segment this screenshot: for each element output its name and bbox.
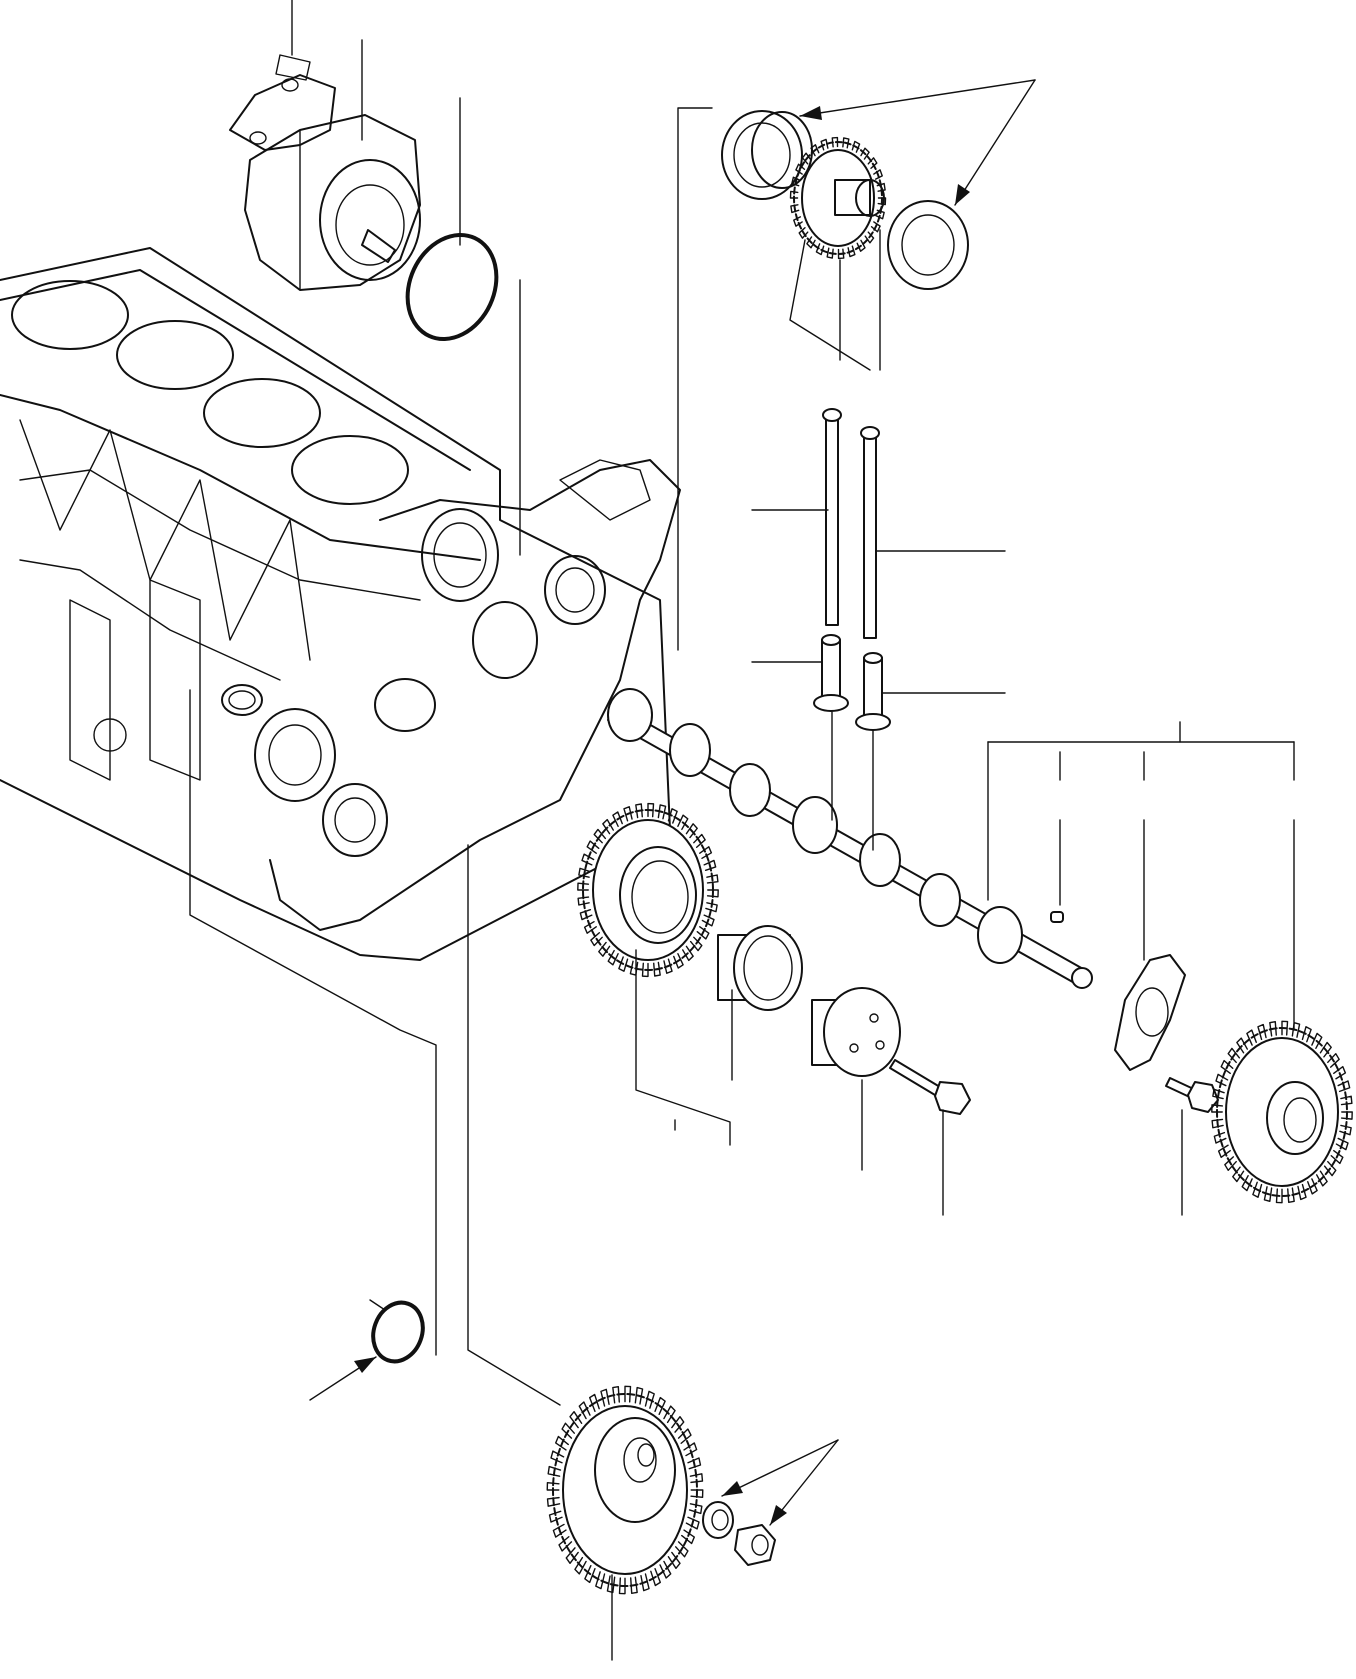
tappet-1 bbox=[813, 634, 849, 712]
hydraulic-pump bbox=[229, 54, 421, 291]
idler-bushing bbox=[717, 925, 803, 1011]
camshaft-key bbox=[1050, 911, 1064, 923]
tappets bbox=[813, 634, 891, 731]
cylinder-bore-1 bbox=[11, 280, 129, 350]
nut bbox=[734, 1524, 776, 1566]
idler-gear-small-teeth bbox=[789, 136, 887, 260]
fuel-pump-gear-teeth bbox=[546, 1385, 704, 1595]
tappet-2 bbox=[855, 652, 891, 731]
idler-gear-with-bearings bbox=[721, 110, 969, 290]
cylinder-bore-4 bbox=[291, 435, 409, 505]
camshaft-gear-teeth bbox=[1211, 1020, 1353, 1204]
camshaft-gear bbox=[1211, 1020, 1353, 1204]
idler-bolt bbox=[889, 1059, 971, 1115]
camshaft bbox=[607, 688, 1093, 989]
cylinder-bore-2 bbox=[116, 320, 234, 390]
arrows bbox=[309, 79, 1036, 1526]
fuel-pump-gear bbox=[546, 1385, 704, 1595]
push-rod-1 bbox=[822, 408, 842, 626]
push-rods bbox=[822, 408, 880, 639]
cylinder-block bbox=[0, 247, 681, 961]
pump-o-ring bbox=[405, 232, 499, 342]
bearing-right bbox=[887, 200, 969, 290]
idler-gear-teeth bbox=[577, 802, 719, 978]
cylinder-bore-3 bbox=[203, 378, 321, 448]
idler-gear bbox=[577, 802, 719, 978]
spring-washer bbox=[702, 1501, 734, 1539]
thrust-plate-bolt bbox=[1165, 1077, 1219, 1113]
thrust-plate bbox=[1114, 954, 1186, 1071]
idler-gear-small bbox=[789, 136, 887, 260]
leader-lines bbox=[189, 0, 1295, 1661]
idler-shaft bbox=[811, 987, 901, 1077]
small-o-ring bbox=[371, 1300, 425, 1364]
push-rod-2 bbox=[860, 426, 880, 639]
